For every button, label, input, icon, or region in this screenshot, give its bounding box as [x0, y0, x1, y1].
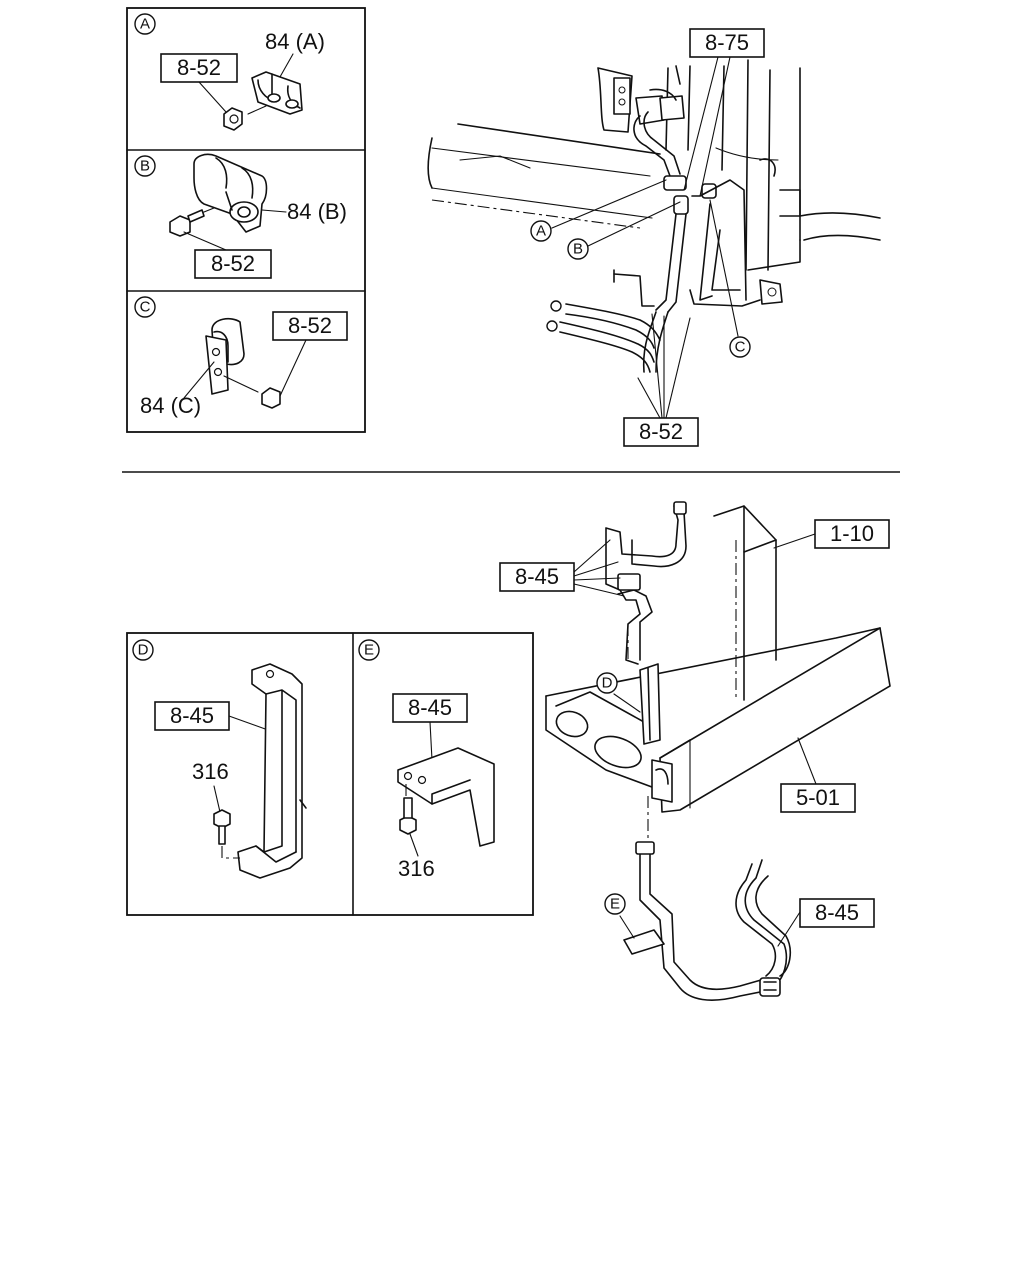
part-number-316-e: 316	[398, 856, 435, 881]
bolt-b-icon	[169, 209, 205, 237]
part-number-84a: 84 (A)	[265, 29, 325, 54]
ref-label-8-52-main: 8-52	[639, 419, 683, 444]
detail-marker-b-callout: B	[567, 238, 589, 260]
detail-panel-b: B 84 (B) 8-52	[134, 153, 347, 279]
detail-panel-c: C 8-52 84 (C)	[134, 296, 348, 418]
nut-icon	[223, 107, 243, 131]
detail-marker-c-callout: C	[729, 336, 751, 358]
hose-fitting-icon	[546, 300, 562, 332]
ref-label-8-52-b: 8-52	[211, 251, 255, 276]
part-number-84c: 84 (C)	[140, 393, 201, 418]
ref-box-1-10	[814, 519, 890, 549]
upper-assembly: 8-75 A B C 8-52	[427, 28, 881, 447]
clip-84c-icon	[205, 317, 245, 395]
ref-box-5-01	[780, 783, 856, 813]
clip-84b-icon	[193, 153, 268, 233]
ref-box-8-52-a	[160, 53, 238, 83]
ref-label-8-45-upper: 8-45	[515, 564, 559, 589]
bracket-e-icon	[397, 747, 495, 847]
ref-label-8-45-d: 8-45	[170, 703, 214, 728]
detail-marker-d-panel: D	[132, 639, 154, 661]
ref-box-8-45-d	[154, 701, 230, 731]
ref-label-8-52-a: 8-52	[177, 55, 221, 80]
ref-box-8-52-c	[272, 311, 348, 341]
svg-text:C: C	[140, 299, 151, 316]
detail-marker-a-callout: A	[530, 220, 552, 242]
ref-label-8-75: 8-75	[705, 30, 749, 55]
ref-label-5-01: 5-01	[796, 785, 840, 810]
detail-panel-a: A 84 (A) 8-52	[134, 13, 325, 131]
ref-label-8-52-c: 8-52	[288, 313, 332, 338]
bolt-d-icon	[213, 809, 231, 845]
svg-text:D: D	[602, 675, 613, 692]
svg-text:B: B	[573, 241, 583, 258]
bracket-d-icon	[237, 663, 307, 879]
bolt-e-icon	[399, 797, 417, 835]
detail-marker-a-panel: A	[134, 13, 156, 35]
part-number-316-d: 316	[192, 759, 229, 784]
detail-panels-abc	[126, 7, 366, 433]
ref-label-1-10: 1-10	[830, 521, 874, 546]
ref-box-8-45-lower	[799, 898, 875, 928]
detail-marker-e-panel: E	[358, 639, 380, 661]
bolt-c-icon	[261, 387, 281, 409]
svg-text:A: A	[536, 223, 546, 240]
ref-label-8-45-lower: 8-45	[815, 900, 859, 925]
ref-box-8-52-b	[194, 249, 272, 279]
ref-box-8-75	[689, 28, 765, 58]
detail-marker-c-panel: C	[134, 296, 156, 318]
lower-assembly: 1-10 5-01 8-45 D	[499, 501, 891, 1001]
detail-panel-d: D 8-45 316	[132, 639, 307, 879]
clip-84a-icon	[251, 71, 303, 115]
ref-box-8-52-main	[623, 417, 699, 447]
pipe-clamp-icon	[759, 977, 781, 997]
ref-label-8-45-e: 8-45	[408, 695, 452, 720]
svg-text:E: E	[610, 896, 620, 913]
detail-marker-b-panel: B	[134, 155, 156, 177]
svg-text:A: A	[140, 16, 150, 33]
detail-marker-e-callout: E	[604, 893, 626, 915]
svg-text:C: C	[735, 339, 746, 356]
detail-panel-e: E 8-45 316	[358, 639, 495, 881]
svg-text:D: D	[138, 642, 149, 659]
detail-panels-de	[126, 632, 534, 916]
svg-text:E: E	[364, 642, 374, 659]
ref-box-8-45-upper	[499, 562, 575, 592]
detail-marker-d-callout: D	[596, 672, 618, 694]
part-number-84b: 84 (B)	[287, 199, 347, 224]
svg-text:B: B	[140, 158, 150, 175]
